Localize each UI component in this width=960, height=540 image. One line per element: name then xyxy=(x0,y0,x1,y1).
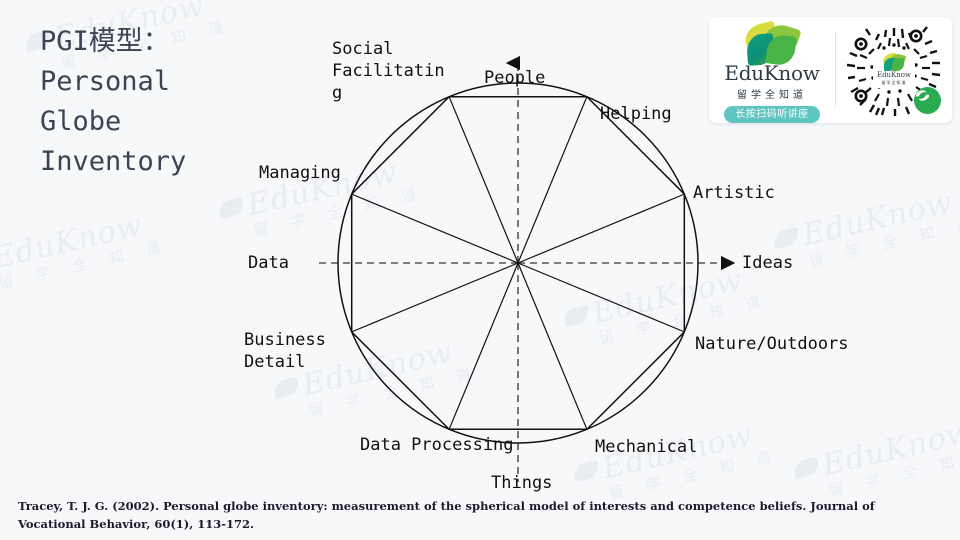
watermark-text-en: EduKnow xyxy=(0,207,147,277)
watermark: EduKnow 留 学 全 知 道 xyxy=(791,413,960,502)
spoke-8 xyxy=(517,96,588,264)
pgi-diagram: Social Facilitatin g Helping Artistic Na… xyxy=(215,30,849,500)
axis-label-people: People xyxy=(484,68,546,88)
brand-name-en: EduKnow xyxy=(724,61,820,85)
segment-label-business-detail: Business Detail xyxy=(244,330,326,373)
watermark-text-en: EduKnow xyxy=(799,184,957,254)
spoke-2 xyxy=(517,262,685,333)
brand-name-cn: 留学全知道 xyxy=(737,90,807,101)
logo-card-left: EduKnow 留学全知道 长按扫码听讲座 xyxy=(709,17,835,123)
watermark-leaf-icon xyxy=(791,456,821,480)
axis-label-things: Things xyxy=(491,473,553,493)
card-divider xyxy=(835,33,836,107)
axis-label-ideas: Ideas xyxy=(742,253,794,273)
wechat-mini-program-qr-icon[interactable]: EduKnow 留学全知道 xyxy=(846,22,942,118)
qr-brand-cn: 留学全知道 xyxy=(881,79,907,85)
spoke-5 xyxy=(351,262,519,333)
segment-label-data-processing: Data Processing xyxy=(360,435,514,455)
watermark: EduKnow 留 学 全 知 道 xyxy=(0,206,172,295)
scan-qr-badge[interactable]: 长按扫码听讲座 xyxy=(724,106,820,123)
watermark-text-cn: 留 学 全 知 道 xyxy=(0,235,172,293)
eduknow-logo-card[interactable]: EduKnow 留学全知道 长按扫码听讲座 xyxy=(709,17,952,123)
spoke-3 xyxy=(517,262,588,430)
segment-label-artistic: Artistic xyxy=(693,183,775,203)
spoke-7 xyxy=(448,96,519,264)
pgi-diagram-svg xyxy=(315,55,736,482)
spoke-1 xyxy=(517,193,685,264)
globe-circle xyxy=(337,82,699,444)
citation-reference: Tracey, T. J. G. (2002). Personal globe … xyxy=(18,499,875,531)
qr-brand-en: EduKnow xyxy=(876,71,912,80)
segment-label-nature-outdoors: Nature/Outdoors xyxy=(695,334,849,354)
eduknow-leaf-logo-icon-small xyxy=(881,52,907,72)
qr-center-logo: EduKnow 留学全知道 xyxy=(873,52,915,88)
logo-card-right: EduKnow 留学全知道 xyxy=(836,17,952,123)
segment-label-managing: Managing xyxy=(259,163,341,183)
page-title: PGI模型： Personal Globe Inventory xyxy=(40,26,187,177)
segment-label-mechanical: Mechanical xyxy=(595,437,698,457)
segment-label-social-facilitating: Social Facilitatin g xyxy=(332,39,445,104)
wechat-mini-program-icon xyxy=(914,87,941,114)
watermark-text-cn: 留 学 全 知 道 xyxy=(826,443,960,500)
eduknow-leaf-logo-icon xyxy=(742,20,802,67)
watermark: EduKnow 留 学 全 知 道 xyxy=(771,183,960,272)
axis-label-data: Data xyxy=(248,253,289,273)
watermark-text-cn: 留 学 全 知 道 xyxy=(806,212,960,270)
spoke-4 xyxy=(448,262,519,430)
watermark-text-en: EduKnow xyxy=(819,414,960,484)
watermark-leaf-icon xyxy=(771,226,801,250)
segment-label-helping: Helping xyxy=(600,104,672,124)
spoke-6 xyxy=(351,193,519,264)
